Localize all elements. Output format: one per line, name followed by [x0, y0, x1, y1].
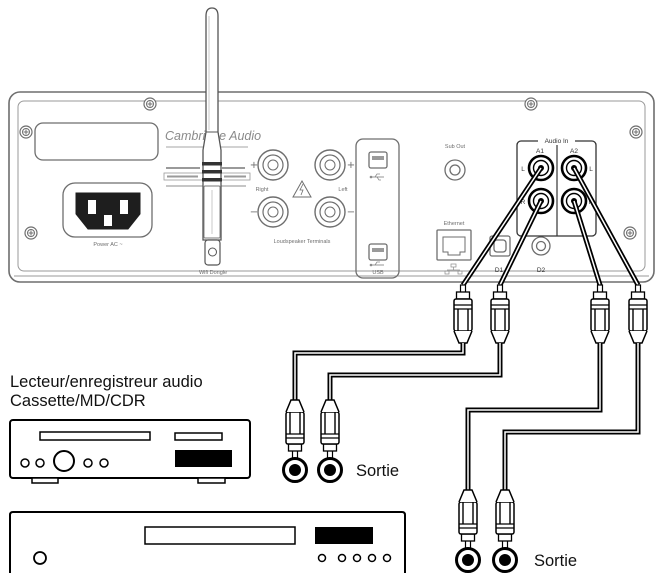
ethernet-label: Ethernet [444, 221, 465, 227]
cable-cd-right [502, 343, 641, 490]
cassette-button [35, 458, 45, 468]
usb-icon [369, 261, 384, 267]
cd-tray-slot [144, 526, 296, 545]
cd-button [317, 553, 327, 563]
cassette-button [20, 458, 30, 468]
usb-section: USB [355, 138, 400, 279]
cassette-button [83, 458, 93, 468]
a1-left-label: L [521, 166, 525, 173]
cd-player [9, 511, 406, 573]
rca-jack-icon [455, 547, 481, 573]
cable-cassette-left [292, 343, 466, 400]
terminal-right-negative [257, 196, 289, 228]
label-plate [34, 122, 159, 161]
rca-jack-icon [317, 457, 343, 483]
device-side-plugs [453, 284, 648, 344]
screw-icon [524, 97, 538, 111]
rca-plug-icon [495, 489, 515, 549]
network-icon [444, 263, 463, 275]
minus-sign: − [250, 207, 258, 218]
d2-label: D2 [537, 267, 546, 274]
cable-cd-left [465, 343, 603, 490]
plus-sign: + [347, 160, 355, 171]
rca-plug-icon [320, 399, 340, 459]
right-channel-label: Right [256, 187, 269, 193]
d2-coaxial-input [531, 236, 551, 256]
cassette-foot [31, 477, 59, 484]
minus-sign: − [347, 207, 355, 218]
left-channel-label: Left [338, 187, 348, 193]
wifi-antenna-icon [202, 7, 222, 266]
cassette-knob [53, 450, 75, 472]
cassette-output-label: Sortie [356, 462, 399, 480]
speaker-terminals: + + − − Right Left Loudspeaker Terminals [250, 149, 355, 245]
antenna-label: Wifi Dongle [199, 270, 227, 276]
cassette-device-title-line1: Lecteur/enregistreur audio [10, 373, 203, 391]
warning-triangle-icon [292, 179, 312, 198]
rca-plug-icon [285, 399, 305, 459]
cassette-device-title-line2: Cassette/MD/CDR [10, 392, 146, 410]
panel-outline [8, 91, 655, 283]
cd-button [367, 553, 377, 563]
cd-output-label: Sortie [534, 552, 577, 570]
ethernet-port [436, 229, 472, 261]
cables-to-plugs [460, 166, 641, 287]
terminal-right-positive [257, 149, 289, 181]
terminal-left-positive [314, 149, 346, 181]
cassette-foot [197, 477, 226, 484]
rca-plug-icon [458, 489, 478, 549]
screw-icon [24, 226, 38, 240]
rca-plug-icon [453, 284, 473, 344]
rca-plug-icon [628, 284, 648, 344]
cable-routing [292, 343, 641, 490]
amplifier-back-panel: Cambridge Audio Power AC ~ + + [8, 91, 655, 283]
cassette-button [99, 458, 109, 468]
cd-power-button [33, 551, 47, 565]
cd-button [337, 553, 347, 563]
cd-button [382, 553, 392, 563]
audio-in-title: Audio In [545, 138, 569, 145]
cd-button [352, 553, 362, 563]
a2-label: A2 [570, 148, 578, 155]
sub-out-jack [444, 159, 466, 181]
rca-plug-icon [590, 284, 610, 344]
cd-display [315, 527, 373, 544]
d1-label: D1 [495, 267, 504, 274]
power-label: Power AC ~ [93, 242, 122, 248]
cassette-small-slot [174, 432, 223, 441]
rca-plug-icon [490, 284, 510, 344]
cassette-display [175, 450, 232, 467]
cassette-tray-slot [39, 431, 151, 441]
cassette-deck [9, 419, 251, 484]
usb-label: USB [372, 270, 384, 276]
screw-icon [19, 125, 33, 139]
sub-out-label: Sub Out [445, 144, 466, 150]
screw-icon [623, 226, 637, 240]
a1-right-label: R [521, 199, 526, 206]
rca-jack-icon [492, 547, 518, 573]
power-inlet-icon [62, 182, 153, 238]
rca-jack-icon [282, 457, 308, 483]
screw-icon [143, 97, 157, 111]
a2-left-label: L [589, 166, 593, 173]
terminal-left-negative [314, 196, 346, 228]
usb-icon [369, 173, 384, 181]
panel-inner-outline [17, 100, 646, 272]
loudspeaker-terminals-label: Loudspeaker Terminals [274, 239, 331, 245]
screw-icon [629, 125, 643, 139]
a1-label: A1 [536, 148, 544, 155]
plus-sign: + [250, 160, 258, 171]
